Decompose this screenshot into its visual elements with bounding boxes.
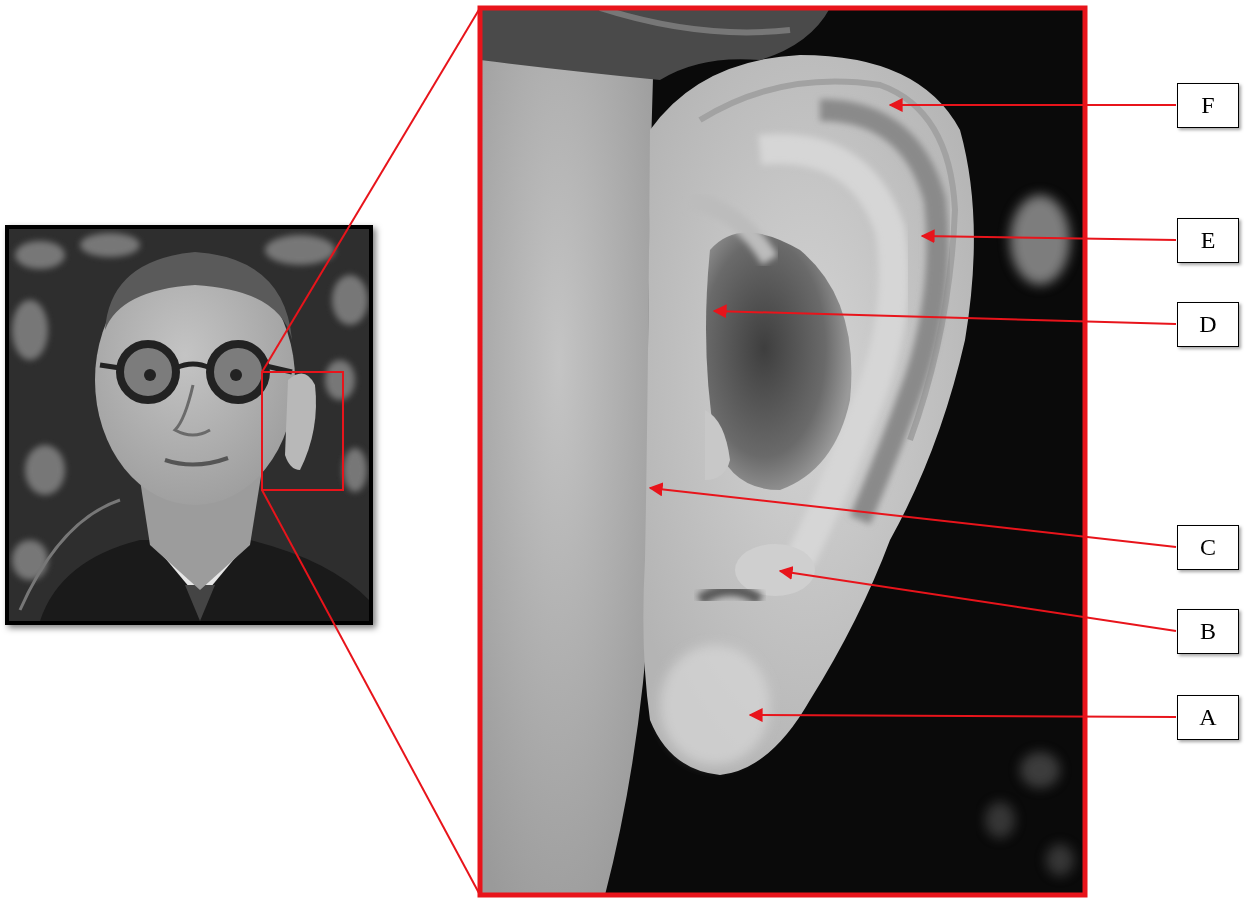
leader-lines	[650, 105, 1176, 717]
label-box: B	[1177, 609, 1239, 654]
zoom-indicator	[262, 8, 480, 895]
part-letter: A	[1199, 704, 1216, 730]
label-box: E	[1177, 218, 1239, 263]
part-letter: C	[1200, 534, 1216, 560]
small-photo	[5, 225, 373, 625]
ear-closeup	[480, 8, 1085, 895]
part-letter: D	[1199, 311, 1216, 337]
part-letter: E	[1201, 227, 1216, 253]
part-letter: B	[1200, 618, 1216, 644]
label-box: C	[1177, 525, 1239, 570]
label-box: F	[1177, 83, 1239, 128]
label-box: A	[1177, 695, 1239, 740]
label-box: D	[1177, 302, 1239, 347]
part-letter: F	[1201, 92, 1214, 118]
